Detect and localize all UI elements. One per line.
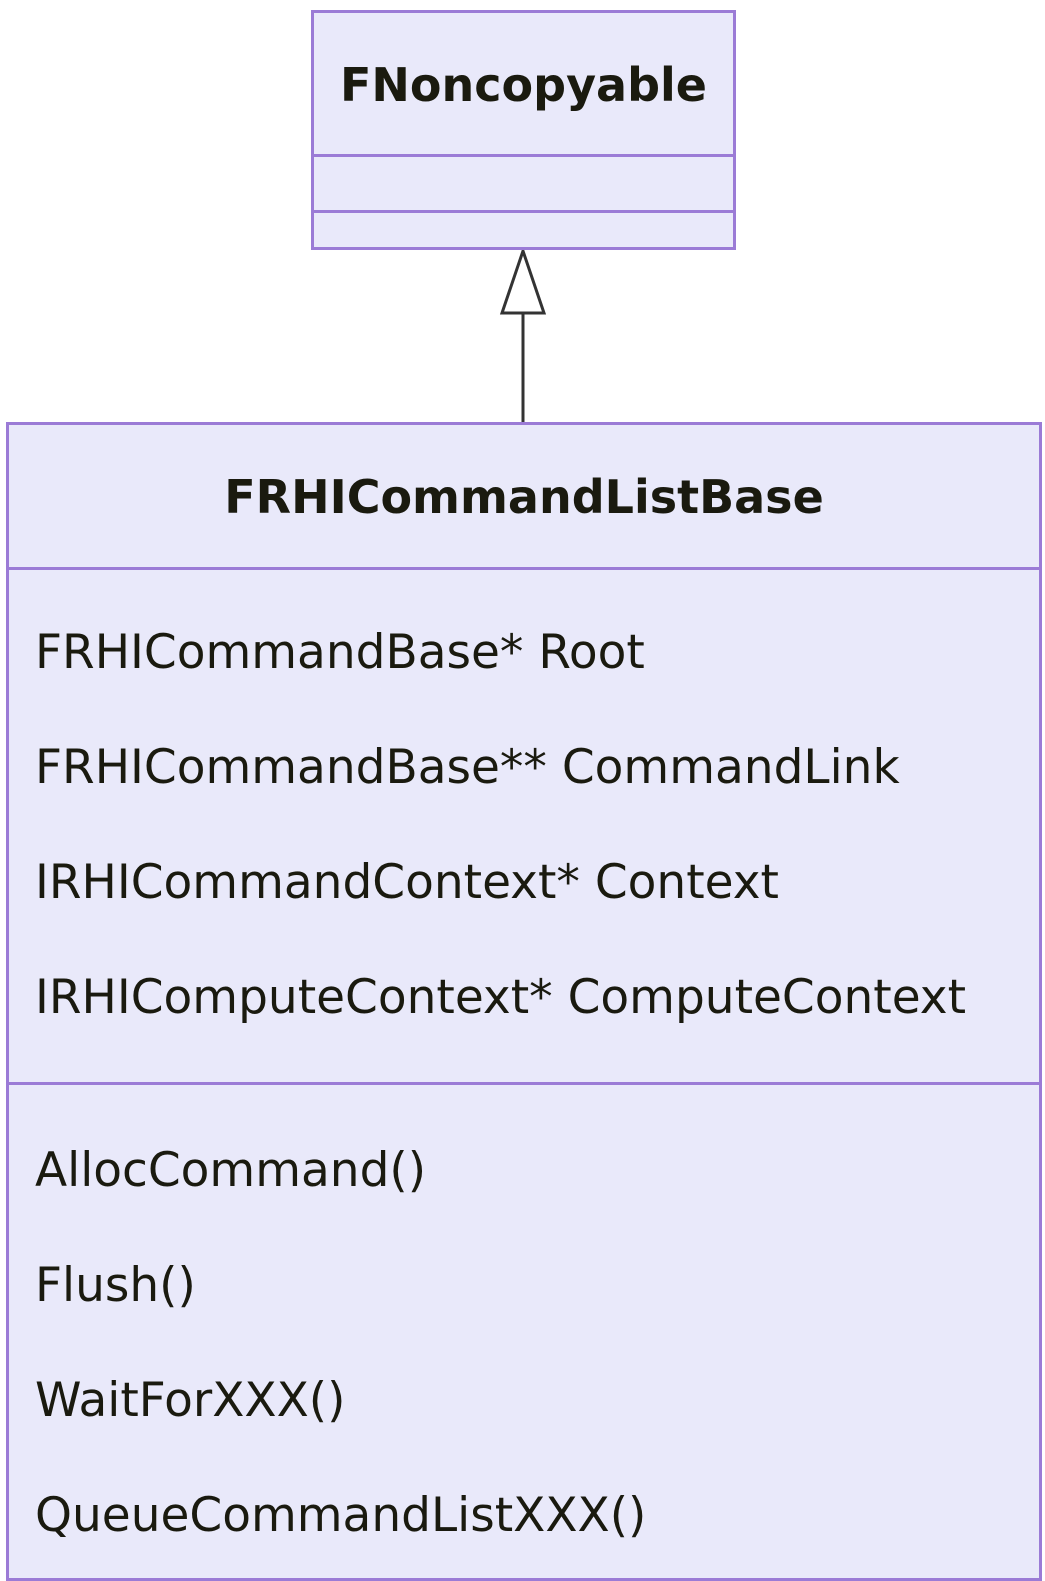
class-name-fnoncopyable: FNoncopyable (314, 13, 733, 157)
attribute-root: FRHICommandBase* Root (35, 625, 645, 680)
method-alloc-command: AllocCommand() (35, 1143, 427, 1198)
attributes-section-frhicommandlistbase: FRHICommandBase* Root FRHICommandBase** … (9, 570, 1039, 1085)
methods-section-frhicommandlistbase: AllocCommand() Flush() WaitForXXX() Queu… (9, 1085, 1039, 1573)
method-queue-command-list-xxx: QueueCommandListXXX() (35, 1488, 647, 1543)
methods-section-fnoncopyable (314, 213, 733, 247)
attribute-context: IRHICommandContext* Context (35, 855, 779, 910)
attribute-compute-context: IRHIComputeContext* ComputeContext (35, 970, 967, 1025)
method-wait-for-xxx: WaitForXXX() (35, 1373, 346, 1428)
attributes-section-fnoncopyable (314, 157, 733, 213)
method-flush: Flush() (35, 1258, 196, 1313)
inheritance-arrowhead-icon (499, 246, 547, 315)
class-name-frhicommandlistbase: FRHICommandListBase (9, 425, 1039, 570)
class-box-fnoncopyable[interactable]: FNoncopyable (311, 10, 736, 250)
class-box-frhicommandlistbase[interactable]: FRHICommandListBase FRHICommandBase* Roo… (6, 422, 1042, 1581)
attribute-command-link: FRHICommandBase** CommandLink (35, 740, 900, 795)
